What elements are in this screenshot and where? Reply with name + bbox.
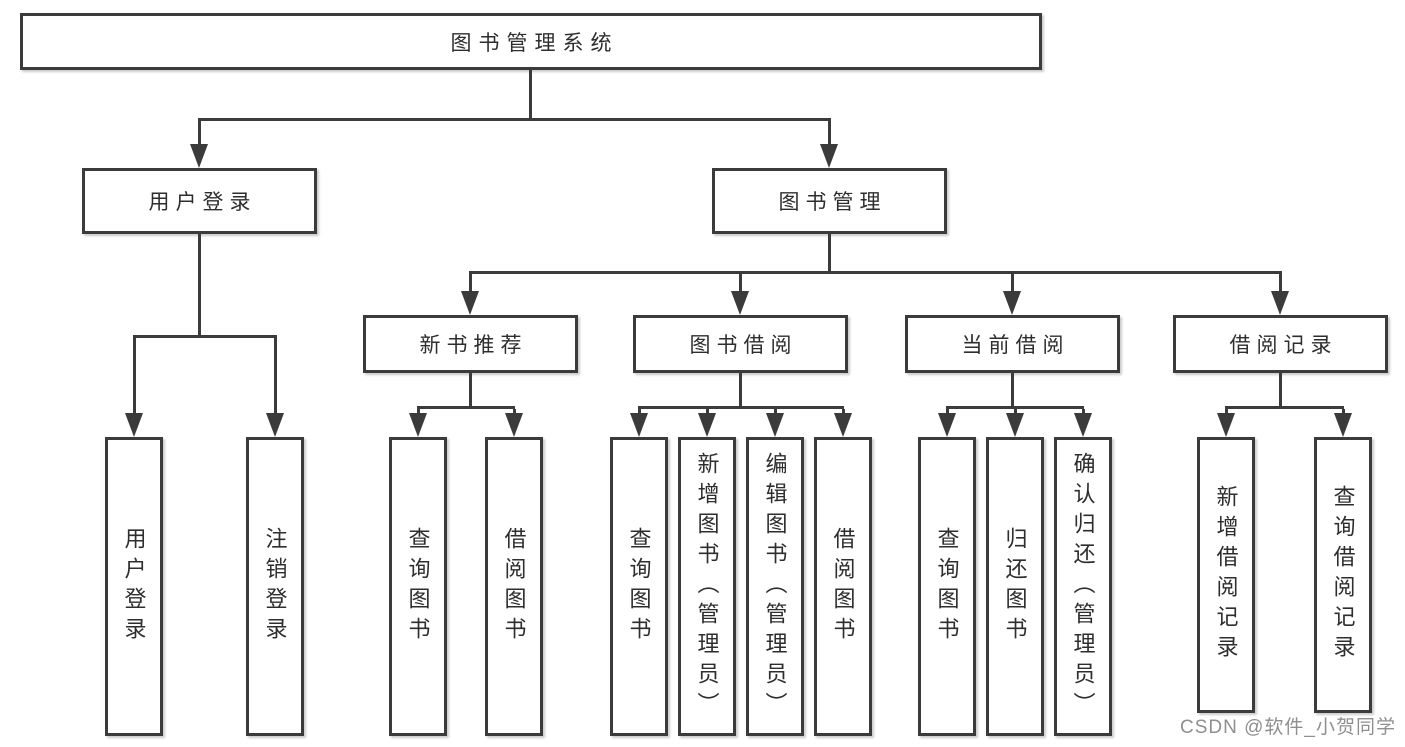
node-new-book-recommendation-label: 新书推荐 — [419, 334, 528, 357]
connector-vline — [469, 274, 472, 294]
leaf-borrow-query-books: 查询图书 — [610, 437, 668, 736]
arrow-down-icon — [1217, 413, 1235, 437]
connector-hline — [469, 271, 1282, 274]
node-current-borrowing-label: 当前借阅 — [961, 334, 1070, 357]
connector-vline — [1279, 373, 1282, 406]
leaf-newbook-query-books: 查询图书 — [389, 437, 447, 736]
csdn-watermark: CSDN @软件_小贺同学 — [1180, 717, 1396, 738]
arrow-down-icon — [938, 413, 956, 437]
leaf-current-query-books: 查询图书 — [918, 437, 976, 736]
node-library-management-system: 图书管理系统 — [20, 13, 1042, 70]
connector-vline — [198, 121, 201, 146]
leaf-record-query-borrow-record: 查询借阅记录 — [1314, 437, 1372, 713]
arrow-down-icon — [731, 291, 749, 315]
connector-vline — [1011, 274, 1014, 294]
connector-vline — [469, 373, 472, 406]
leaf-borrow-edit-books-admin-label: 编辑图书（管理员） — [762, 451, 788, 722]
arrow-down-icon — [698, 413, 716, 437]
connector-hline — [133, 335, 277, 338]
leaf-borrow-borrow-books-label: 借阅图书 — [830, 526, 856, 647]
arrow-down-icon — [820, 144, 838, 168]
leaf-borrow-edit-books-admin: 编辑图书（管理员） — [746, 437, 804, 736]
node-book-management-branch-label: 图书管理 — [778, 191, 887, 214]
connector-hline — [946, 406, 1084, 409]
leaf-borrow-add-books-admin: 新增图书（管理员） — [678, 437, 736, 736]
node-book-borrowing: 图书借阅 — [633, 315, 848, 373]
leaf-user-login-label: 用户登录 — [121, 526, 147, 647]
leaf-borrow-query-books-label: 查询图书 — [626, 526, 652, 647]
arrow-down-icon — [1006, 413, 1024, 437]
connector-vline — [1279, 274, 1282, 294]
leaf-user-login: 用户登录 — [105, 437, 163, 736]
arrow-down-icon — [1003, 291, 1021, 315]
leaf-current-return-books-label: 归还图书 — [1002, 526, 1028, 647]
leaf-newbook-borrow-books-label: 借阅图书 — [501, 526, 527, 647]
connector-vline — [828, 234, 831, 271]
leaf-borrow-add-books-admin-label: 新增图书（管理员） — [694, 451, 720, 722]
node-borrowing-records-label: 借阅记录 — [1229, 334, 1338, 357]
arrow-down-icon — [766, 413, 784, 437]
connector-vline — [133, 338, 136, 413]
leaf-current-query-books-label: 查询图书 — [934, 526, 960, 647]
arrow-down-icon — [630, 413, 648, 437]
leaf-newbook-query-books-label: 查询图书 — [405, 526, 431, 647]
leaf-newbook-borrow-books: 借阅图书 — [485, 437, 543, 736]
arrow-down-icon — [1271, 291, 1289, 315]
arrow-down-icon — [125, 413, 143, 437]
connector-vline — [739, 373, 742, 406]
arrow-down-icon — [461, 291, 479, 315]
arrow-down-icon — [266, 413, 284, 437]
node-user-login-branch: 用户登录 — [82, 168, 317, 234]
node-book-borrowing-label: 图书借阅 — [689, 334, 798, 357]
leaf-current-confirm-return-admin: 确认归还（管理员） — [1054, 437, 1112, 736]
connector-vline — [1011, 373, 1014, 406]
node-user-login-branch-label: 用户登录 — [148, 191, 257, 214]
node-library-management-system-label: 图书管理系统 — [450, 31, 619, 55]
leaf-record-query-borrow-record-label: 查询借阅记录 — [1330, 485, 1356, 665]
leaf-logout-label: 注销登录 — [262, 526, 288, 647]
leaf-current-confirm-return-admin-label: 确认归还（管理员） — [1070, 451, 1096, 722]
connector-vline — [198, 234, 201, 335]
leaf-current-return-books: 归还图书 — [986, 437, 1044, 736]
leaf-record-add-borrow-record-label: 新增借阅记录 — [1213, 485, 1239, 665]
node-new-book-recommendation: 新书推荐 — [363, 315, 578, 373]
arrow-down-icon — [190, 144, 208, 168]
arrow-down-icon — [1334, 413, 1352, 437]
arrow-down-icon — [1074, 413, 1092, 437]
leaf-borrow-borrow-books: 借阅图书 — [814, 437, 872, 736]
connector-hline — [417, 406, 515, 409]
connector-vline — [274, 338, 277, 413]
connector-vline — [529, 70, 532, 118]
node-current-borrowing: 当前借阅 — [905, 315, 1120, 373]
node-borrowing-records: 借阅记录 — [1173, 315, 1388, 373]
leaf-logout: 注销登录 — [246, 437, 304, 736]
connector-hline — [1225, 406, 1344, 409]
arrow-down-icon — [505, 413, 523, 437]
leaf-record-add-borrow-record: 新增借阅记录 — [1197, 437, 1255, 713]
arrow-down-icon — [834, 413, 852, 437]
node-book-management-branch: 图书管理 — [712, 168, 947, 234]
connector-vline — [828, 121, 831, 146]
connector-hline — [638, 406, 844, 409]
connector-hline — [198, 118, 831, 121]
connector-vline — [739, 274, 742, 294]
arrow-down-icon — [409, 413, 427, 437]
